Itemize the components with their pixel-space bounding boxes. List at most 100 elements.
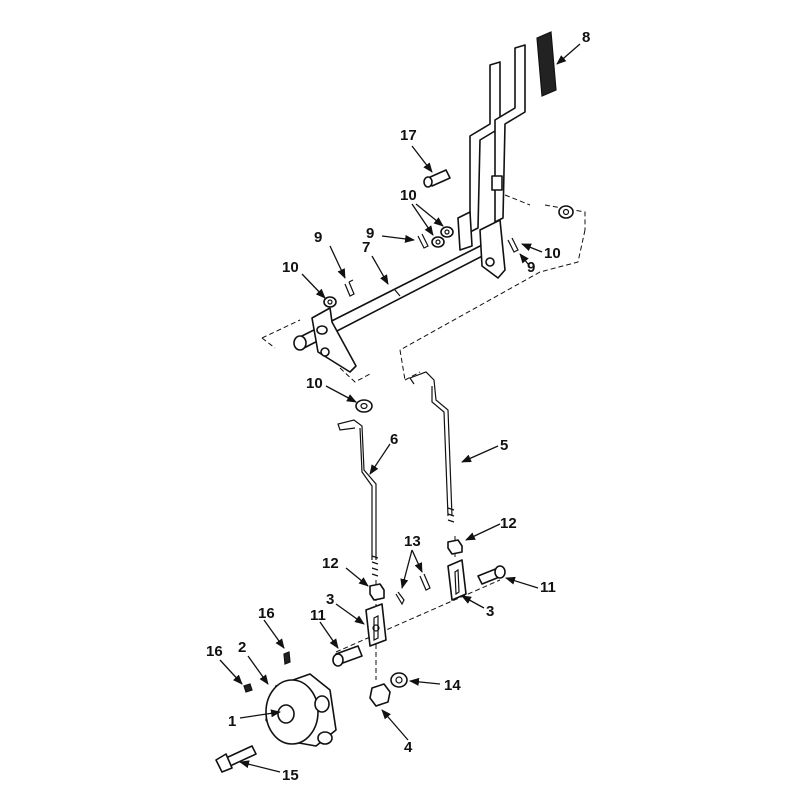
leader-12b [465, 523, 501, 541]
lower-fasteners [332, 539, 506, 707]
rod-6-edge [359, 427, 373, 560]
leader-6 [369, 443, 391, 475]
cross-shaft-break [394, 289, 401, 297]
clevis-3a-hole [372, 624, 380, 632]
right-bracket [479, 219, 506, 279]
rod-5 [409, 371, 453, 517]
callout-3b: 3 [486, 603, 494, 620]
leader-5 [461, 445, 499, 463]
mount-outline-left [261, 319, 371, 383]
callout-8: 8 [582, 29, 590, 46]
leader-11a [319, 621, 339, 649]
leader-2 [247, 655, 269, 685]
leader-16a [263, 619, 285, 649]
leader-9a [329, 245, 346, 279]
leader-16b [219, 659, 243, 685]
nut-12a [369, 583, 385, 601]
housing-lug-top [314, 695, 330, 713]
rod-5-edge [431, 386, 449, 517]
washer-10b-hole [444, 229, 450, 235]
washer-14 [390, 672, 408, 688]
linkage-rods [335, 371, 501, 680]
left-bracket-bolt [320, 347, 330, 357]
pedal-hub [457, 211, 473, 251]
washer-10d [323, 296, 337, 308]
rod-5-thread [447, 507, 455, 523]
leader-11b [505, 576, 539, 589]
leader-9b [381, 234, 415, 243]
leader-lines [219, 43, 581, 773]
centerline-cross [335, 579, 501, 653]
leader-10d [301, 273, 326, 299]
leader-7 [371, 255, 389, 285]
callout-12b: 12 [500, 515, 517, 532]
leader-3b [461, 595, 485, 609]
hairpin-9c [507, 237, 519, 253]
leader-12a [345, 567, 369, 587]
washer-10e-hole [360, 402, 368, 410]
rod-6-thread [371, 555, 379, 577]
bolt-15-head [215, 753, 233, 773]
callout-3a: 3 [326, 591, 334, 608]
leader-10b [415, 203, 444, 227]
washer-10e [355, 399, 373, 413]
leader-8 [556, 43, 581, 65]
callout-7: 7 [362, 239, 370, 256]
callout-13: 13 [404, 533, 421, 550]
clevis-3b [447, 559, 467, 601]
callout-10a: 10 [400, 187, 417, 204]
control-housing [215, 651, 337, 773]
nut-12b [447, 539, 463, 555]
left-bracket-hole [316, 325, 328, 335]
callout-2: 2 [238, 639, 246, 656]
rod-6 [337, 419, 377, 560]
washer-10a-hole [435, 239, 441, 245]
leader-10c [521, 243, 543, 253]
callout-9b: 9 [366, 225, 374, 242]
bolt-17-head [423, 176, 433, 188]
washer-10c-hole [562, 208, 570, 216]
hairpin-9b [417, 233, 429, 249]
washer-10a [431, 236, 445, 248]
leader-13b [411, 549, 423, 573]
cotter-13b [419, 573, 431, 591]
callout-12a: 12 [322, 555, 339, 572]
washer-10c [558, 205, 574, 219]
pin-11b-head [494, 565, 506, 579]
leader-14 [409, 677, 441, 686]
leader-15 [239, 760, 281, 773]
callout-6: 6 [390, 431, 398, 448]
callout-labels: 8 17 10 9 10 9 9 10 7 10 6 5 12 12 13 11… [206, 29, 590, 784]
leader-3a [335, 603, 365, 625]
mount-outline-right [399, 194, 586, 351]
leader-10a [411, 203, 434, 236]
washer-10d-hole [327, 299, 333, 305]
mount-outline-drop [399, 349, 421, 381]
callout-9c: 9 [527, 259, 535, 276]
callout-10e: 10 [306, 375, 323, 392]
housing-lug-bottom [317, 731, 333, 745]
pedal-arm-stop [491, 175, 503, 191]
callout-5: 5 [500, 437, 508, 454]
leader-4 [381, 709, 409, 741]
leader-13a [400, 549, 413, 589]
housing-shaft [277, 704, 295, 724]
callout-17: 17 [400, 127, 417, 144]
leader-1 [239, 709, 281, 719]
upper-shaft-assembly [261, 31, 586, 413]
left-bracket [311, 307, 357, 373]
washer-14-hole [395, 676, 403, 684]
nut-4 [369, 683, 391, 707]
clevis-3a-slot [373, 615, 379, 641]
pin-16a [283, 651, 291, 665]
cross-shaft-end [293, 335, 307, 351]
hairpin-9a [344, 279, 355, 297]
callout-9a: 9 [314, 229, 322, 246]
callout-11b: 11 [540, 579, 556, 596]
leader-10e [325, 385, 357, 403]
pin-16b [243, 683, 253, 693]
pedal-arm-left [469, 61, 501, 233]
callout-14: 14 [444, 677, 461, 694]
pedal-pad [536, 31, 557, 97]
